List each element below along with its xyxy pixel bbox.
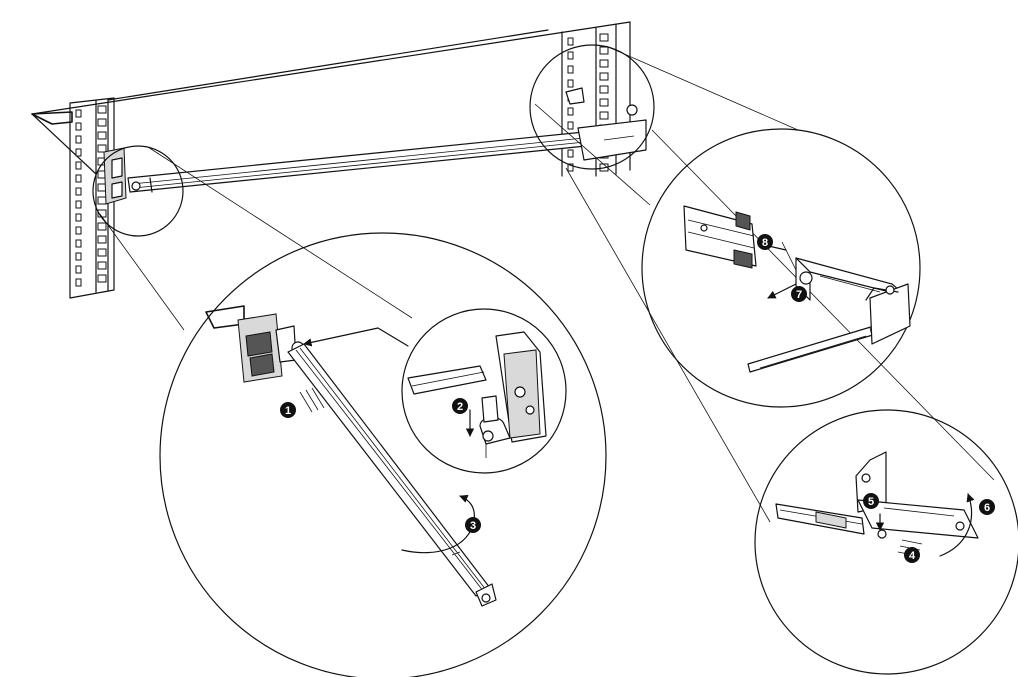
rack-hole — [75, 161, 82, 170]
rack-hole — [567, 51, 574, 60]
hinge-inset — [401, 308, 567, 474]
rack-hole — [97, 144, 107, 153]
rear-bracket-detail-callout — [754, 409, 1018, 675]
rack-hole — [599, 46, 609, 55]
rack-hole — [75, 148, 82, 157]
rack-hole — [97, 196, 107, 205]
svg-text:7: 7 — [796, 289, 802, 301]
rack-hole — [75, 174, 82, 183]
rack-hole — [97, 248, 107, 257]
svg-text:4: 4 — [909, 550, 916, 562]
step-marker-2: 2 — [452, 398, 468, 414]
rack-hole — [567, 79, 574, 88]
svg-text:3: 3 — [470, 520, 476, 532]
rack-hole — [97, 105, 107, 114]
rack-hole — [75, 239, 82, 248]
rack-hole — [97, 261, 107, 270]
svg-text:2: 2 — [457, 401, 463, 413]
rack-hole — [75, 278, 82, 287]
rack-hole — [75, 135, 82, 144]
step-marker-1: 1 — [280, 402, 296, 418]
rack-hole — [75, 200, 82, 209]
rack-hole — [75, 226, 82, 235]
step-marker-7: 7 — [791, 286, 807, 302]
rack-hole — [75, 252, 82, 261]
step-marker-4: 4 — [904, 547, 920, 563]
rack-hole — [567, 37, 574, 46]
rack-hole — [599, 111, 609, 120]
svg-text:5: 5 — [868, 496, 874, 508]
rear-bracket-detail-circle — [754, 409, 1018, 675]
overview-callout-circle-front — [92, 145, 184, 237]
zoom-lines — [99, 45, 995, 523]
svg-text:6: 6 — [984, 502, 990, 514]
rack-hole — [75, 109, 82, 118]
overview-rail — [127, 87, 647, 193]
rear-mount-detail-callout — [641, 128, 921, 408]
rack-hole — [567, 107, 574, 116]
rack-hole — [599, 33, 609, 42]
rack-hole — [599, 85, 609, 94]
step-marker-6: 6 — [979, 499, 995, 515]
rack-hole — [599, 72, 609, 81]
rack-hole — [75, 213, 82, 222]
rack-hole — [75, 265, 82, 274]
rack-hole — [567, 121, 574, 130]
rack-hole — [75, 122, 82, 131]
rear-mount-detail-circle — [641, 128, 921, 408]
rack-hole — [97, 274, 107, 283]
step-marker-3: 3 — [465, 517, 481, 533]
svg-text:8: 8 — [762, 237, 768, 249]
rack-hole — [97, 222, 107, 231]
rack-hole — [97, 118, 107, 127]
rack-hole — [97, 235, 107, 244]
rack-hole — [567, 65, 574, 74]
rack-hole — [567, 163, 574, 172]
step-marker-5: 5 — [863, 493, 879, 509]
step-marker-8: 8 — [757, 234, 773, 250]
svg-text:1: 1 — [285, 405, 291, 417]
left-post-holes — [75, 105, 107, 287]
rack-hole — [567, 149, 574, 158]
rack-hole — [75, 187, 82, 196]
front-detail-circle — [159, 232, 607, 677]
rack-hole — [97, 131, 107, 140]
overview-callout-circle-rear — [529, 44, 655, 170]
front-detail-callout — [159, 232, 607, 677]
overview-front-bracket — [103, 147, 141, 205]
rack-hole — [599, 59, 609, 68]
rack-hole — [599, 98, 609, 107]
